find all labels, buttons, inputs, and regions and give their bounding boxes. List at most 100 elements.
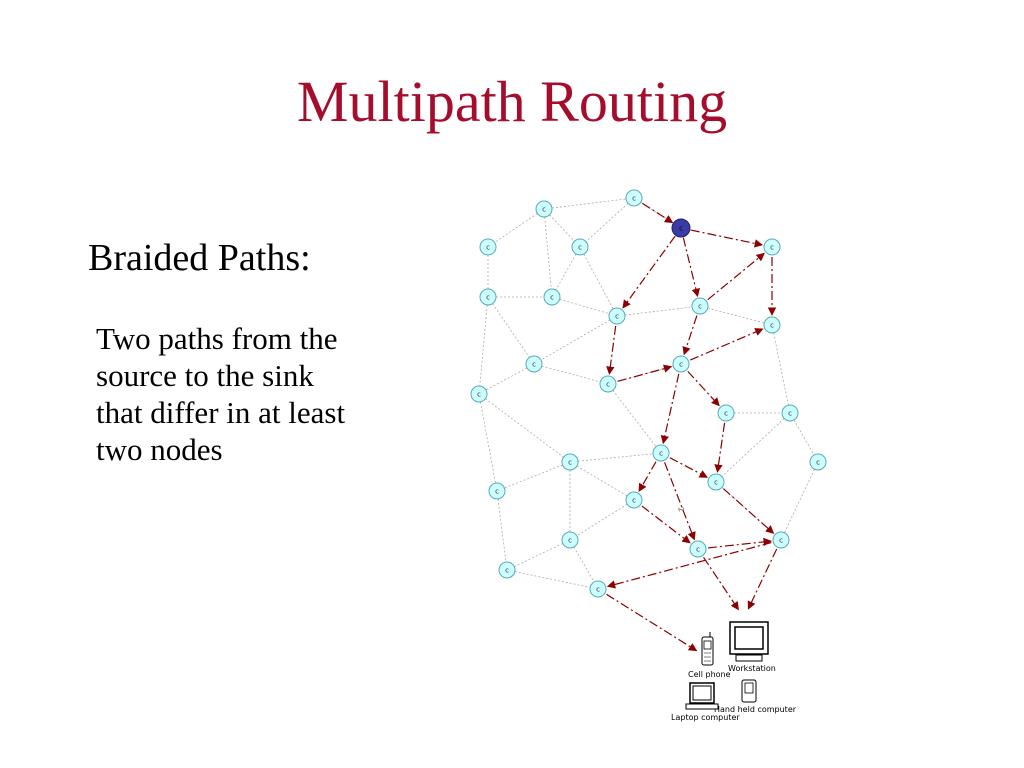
mesh-edge [496,490,508,571]
node-label: c [615,313,619,321]
slide-title: Multipath Routing [296,69,728,134]
mesh-edge [533,363,609,385]
node-label: c [606,381,610,389]
node-label: c [596,586,600,594]
mesh-edge [551,296,618,317]
node-label: c [568,537,572,545]
mesh-edges [478,197,819,590]
path-edge [689,328,764,361]
mesh-edge [633,197,682,229]
sensor-node: c [672,355,690,373]
mesh-edge [789,412,819,463]
node-circle [772,531,790,549]
node-circle [608,307,626,325]
sensor-node: c [809,453,827,471]
node-circle [488,482,506,500]
sensor-node: c [571,238,589,256]
cell-phone-label: Cell phone [688,670,731,679]
mesh-edge [487,296,535,365]
sensor-node: c [691,297,709,315]
mesh-edge [506,539,571,571]
sensor-node: c [470,385,488,403]
mesh-edge [478,363,535,395]
cell-phone-icon [701,632,714,666]
node-circle [672,355,690,373]
mesh-edge [771,324,791,414]
path-edge [622,235,676,309]
mesh-edge [478,393,498,492]
node-circle [571,238,589,256]
node-circle [535,200,553,218]
node-label: c [679,361,683,369]
sensor-node: c [781,404,799,422]
node-label: c [632,195,636,203]
sensor-node: c [488,482,506,500]
sensor-node: c [599,375,617,393]
sensor-node: c [707,473,725,491]
mesh-edge [496,461,571,492]
mesh-edge [579,246,618,317]
body-line: Two paths from the [96,321,338,356]
node-circle [763,316,781,334]
path-edge [641,505,691,544]
sensor-node: c [525,355,543,373]
path-edge [690,229,764,248]
path-edge [617,364,673,382]
node-circle [781,404,799,422]
node-label: c [724,410,728,418]
path-edge [606,542,772,589]
path-edge [707,252,765,301]
mesh-edge [569,499,635,541]
node-label: c [659,450,663,458]
sensor-node: c [625,189,643,207]
slide-subtitle: Braided Paths: [88,237,311,279]
path-edge [687,370,720,407]
mesh-edge [506,569,599,590]
node-circle [589,580,607,598]
sensor-node: c [535,200,553,218]
source-node-circle [671,218,691,238]
node-label: c [696,546,700,554]
node-circle [707,473,725,491]
body-line: two nodes [96,432,223,467]
mesh-edge [543,197,635,210]
node-label: c [788,410,792,418]
mesh-edge [543,208,581,248]
sensor-node: c [543,288,561,306]
path-edge [660,373,680,445]
node-label: c [698,303,702,311]
node-circle [479,288,497,306]
node-label: c [532,361,536,369]
hand-held-computer-label: Hand held computer [714,705,797,714]
node-circle [561,531,579,549]
node-label: c [632,497,636,505]
sensor-node: c [479,288,497,306]
node-label: c [578,244,582,252]
path-edge-to-sink [703,556,739,611]
node-label: c [770,244,774,252]
mesh-edge [487,208,545,248]
path-edge [664,462,696,541]
mesh-edge [607,383,662,454]
mesh-edge [533,315,618,365]
node-circle [543,288,561,306]
sensor-node: c [625,491,643,509]
path-edge [669,457,708,478]
sensor-node: c [608,307,626,325]
path-edge [642,202,674,224]
node-circle [498,561,516,579]
sensor-node: c [652,444,670,462]
laptop-computer-label: Laptop computer [671,713,740,722]
node-circle [652,444,670,462]
node-circle [689,540,707,558]
body-line: that differ in at least [96,395,346,430]
node-circle [717,404,735,422]
mesh-edge [569,461,635,501]
workstation-icon [729,621,769,662]
path-edge [638,461,657,493]
node-circle [599,375,617,393]
node-label: c [714,479,718,487]
node-label: c [770,322,774,330]
